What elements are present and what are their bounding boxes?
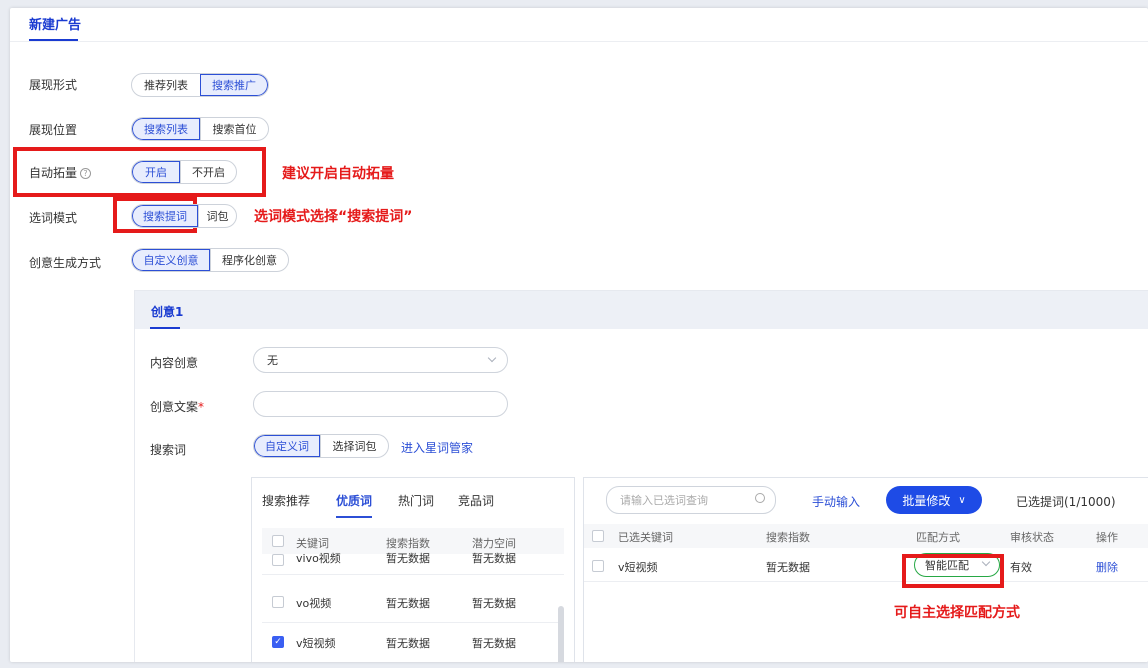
select-all-checkbox[interactable] [592, 530, 604, 542]
tab-divider [10, 41, 1148, 42]
star-word-manager-link[interactable]: 进入星词管家 [401, 441, 474, 455]
display-position-label: 展现位置 [29, 123, 78, 137]
creative-card-header [135, 291, 1148, 329]
row-keyword: vo视频 [296, 597, 332, 610]
search-words-label: 搜索词 [150, 443, 187, 457]
creative-mode-option-programmatic[interactable]: 程序化创意 [210, 249, 288, 271]
table-row[interactable]: vo视频 暂无数据 暂无数据 [262, 588, 564, 623]
row-index: 暂无数据 [386, 552, 430, 565]
col-action: 操作 [1096, 531, 1118, 544]
annotation-word-mode: 选词模式选择“搜索提词” [254, 209, 413, 225]
display-position-option-list[interactable]: 搜索列表 [132, 118, 200, 140]
tab-quality-words[interactable]: 优质词 [336, 494, 373, 508]
row-index: 暂无数据 [386, 637, 430, 650]
select-all-checkbox[interactable] [272, 535, 284, 547]
search-option-custom[interactable]: 自定义词 [254, 435, 320, 457]
row-checkbox[interactable] [272, 596, 284, 608]
row-checkbox[interactable] [272, 554, 284, 566]
auto-expand-label: 自动拓量? [29, 164, 92, 181]
content-creative-label: 内容创意 [150, 356, 199, 370]
auto-expand-option-on[interactable]: 开启 [132, 161, 180, 183]
tab-search-recommend[interactable]: 搜索推荐 [262, 494, 311, 508]
display-position-segment: 搜索列表 搜索首位 [131, 117, 269, 141]
auto-expand-segment: 开启 不开启 [131, 160, 237, 184]
col-search-index: 搜索指数 [386, 537, 430, 550]
help-icon[interactable]: ? [80, 168, 92, 179]
row-potential: 暂无数据 [472, 637, 516, 650]
keyword-suggest-box: 搜索推荐 优质词 热门词 竞品词 关键词 搜索指数 潜力空间 vivo视频 暂无… [251, 477, 575, 662]
row-checkbox-checked[interactable]: ✓ [272, 636, 284, 648]
col-selected-keyword: 已选关键词 [618, 531, 673, 544]
quality-tab-indicator [336, 516, 372, 518]
content-creative-value: 无 [267, 354, 278, 367]
highlight-auto-expand [13, 147, 266, 197]
word-mode-option-search[interactable]: 搜索提词 [132, 205, 198, 227]
table-row[interactable]: vivo视频 暂无数据 暂无数据 [262, 548, 564, 578]
creative-copy-input[interactable] [253, 391, 508, 417]
row-index: 暂无数据 [766, 561, 810, 574]
selected-count: 已选提词(1/1000) [1016, 495, 1116, 509]
ad-form-panel: 新建广告 展现形式 推荐列表 搜索推广 展现位置 搜索列表 搜索首位 自动拓量?… [10, 8, 1148, 662]
tab-active-indicator [29, 39, 78, 41]
batch-edit-label: 批量修改 [902, 493, 951, 508]
row-checkbox[interactable] [592, 560, 604, 572]
tab-hot-words[interactable]: 热门词 [398, 494, 435, 508]
chevron-down-icon [487, 353, 497, 363]
row-potential: 暂无数据 [472, 552, 516, 565]
word-mode-option-package[interactable]: 词包 [198, 205, 236, 227]
word-mode-label: 选词模式 [29, 211, 78, 225]
row-divider [262, 574, 564, 575]
creative-copy-label: 创意文案* [150, 400, 205, 414]
col-match-type: 匹配方式 [916, 531, 960, 544]
col-potential: 潜力空间 [472, 537, 516, 550]
creative-card: 创意1 内容创意 无 创意文案* 搜索词 自定义词 选择词包 进入星词管家 搜索… [134, 290, 1148, 662]
manual-input-link[interactable]: 手动输入 [812, 495, 861, 509]
row-index: 暂无数据 [386, 597, 430, 610]
highlight-match-type [902, 554, 1004, 588]
tab-new-ad[interactable]: 新建广告 [29, 18, 82, 33]
creative-mode-option-custom[interactable]: 自定义创意 [132, 249, 210, 271]
batch-edit-button[interactable]: 批量修改 ∨ [886, 486, 982, 514]
creative-mode-label: 创意生成方式 [29, 256, 102, 270]
match-type-value: 智能匹配 [925, 559, 969, 572]
row-keyword: v短视频 [618, 561, 658, 574]
tab-competitor-words[interactable]: 竞品词 [458, 494, 495, 508]
table-row[interactable]: v短视频 暂无数据 智能匹配 有效 删除 [584, 550, 1148, 582]
row-status: 有效 [1010, 561, 1032, 574]
display-form-option-search[interactable]: 搜索推广 [200, 74, 268, 96]
display-position-option-top[interactable]: 搜索首位 [200, 118, 268, 140]
col-search-index: 搜索指数 [766, 531, 810, 544]
right-table-header: 已选关键词 搜索指数 匹配方式 审核状态 操作 [584, 524, 1148, 548]
auto-expand-option-off[interactable]: 不开启 [180, 161, 236, 183]
delete-link[interactable]: 删除 [1096, 561, 1118, 574]
display-form-label: 展现形式 [29, 78, 78, 92]
selected-search-placeholder: 请输入已选词查询 [620, 494, 708, 507]
search-icon[interactable] [755, 493, 765, 503]
row-keyword: v短视频 [296, 637, 336, 650]
col-keyword: 关键词 [296, 537, 329, 550]
left-table-header: 关键词 搜索指数 潜力空间 [262, 528, 564, 554]
creative-mode-segment: 自定义创意 程序化创意 [131, 248, 289, 272]
annotation-auto-expand: 建议开启自动拓量 [282, 166, 394, 182]
tab-creative-1[interactable]: 创意1 [151, 305, 184, 319]
scrollbar-thumb[interactable] [558, 606, 564, 662]
annotation-match: 可自主选择匹配方式 [894, 605, 1020, 621]
selected-search-input[interactable]: 请输入已选词查询 [606, 486, 776, 514]
search-words-segment: 自定义词 选择词包 [253, 434, 389, 458]
match-type-select[interactable]: 智能匹配 [914, 553, 1000, 577]
row-potential: 暂无数据 [472, 597, 516, 610]
col-review-status: 审核状态 [1010, 531, 1054, 544]
table-row[interactable]: ✓ v短视频 暂无数据 暂无数据 [262, 628, 564, 662]
selected-words-box: 请输入已选词查询 手动输入 批量修改 ∨ 已选提词(1/1000) 已选关键词 … [583, 477, 1148, 662]
row-divider [584, 581, 1148, 582]
row-divider [262, 622, 564, 623]
row-keyword: vivo视频 [296, 552, 341, 565]
chevron-down-icon: ∨ [958, 494, 966, 506]
search-option-package[interactable]: 选择词包 [320, 435, 388, 457]
word-mode-segment: 搜索提词 词包 [131, 204, 237, 228]
creative-tab-indicator [150, 327, 180, 329]
content-creative-select[interactable]: 无 [253, 347, 508, 373]
display-form-segment: 推荐列表 搜索推广 [131, 73, 269, 97]
display-form-option-recommend[interactable]: 推荐列表 [144, 79, 188, 92]
